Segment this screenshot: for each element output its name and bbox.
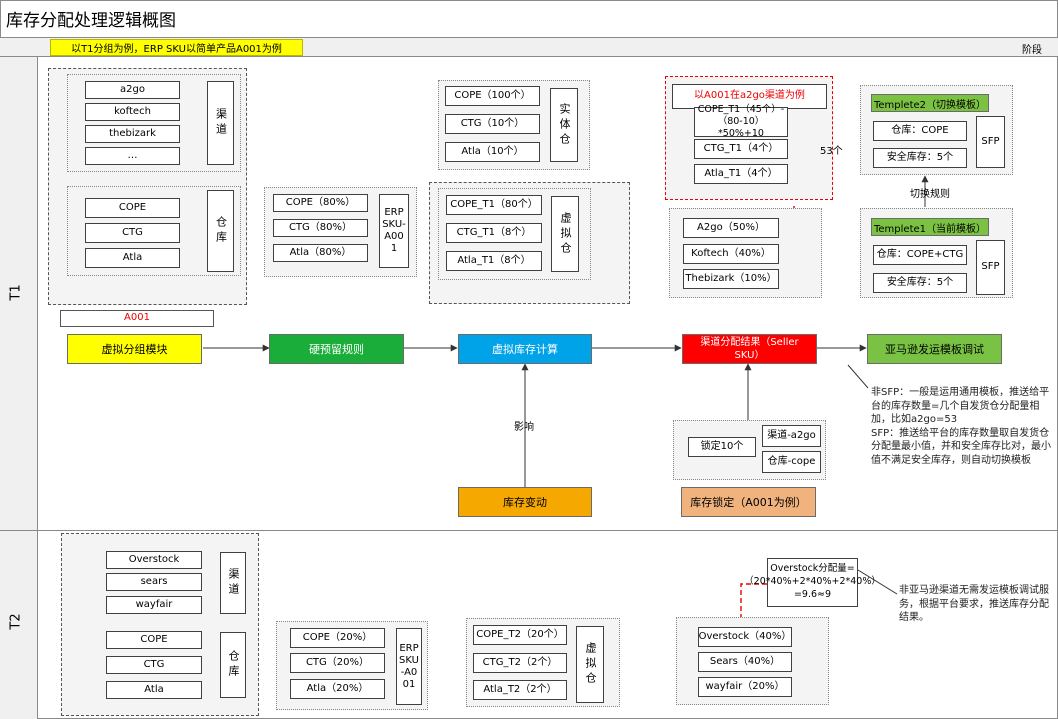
t1-virtual-ctg: CTG_T1（8个） [446, 223, 542, 243]
t1-physical-label: 实体仓 [550, 88, 578, 162]
t1-ratio-ctg: CTG（80%） [273, 219, 368, 237]
tpl2-title: Templete2（切换模板） [871, 94, 989, 112]
influence-label: 影响 [514, 422, 534, 433]
t1-virtual-atla: Atla_T1（8个） [446, 251, 542, 271]
t2-virtual-cope: COPE_T2（20个） [473, 625, 567, 645]
tpl1-title: Templete1（当前模板） [871, 218, 989, 236]
t2-channel-sears: sears [106, 573, 202, 591]
page-title: 库存分配处理逻辑概图 [6, 11, 176, 31]
tpl1-warehouse: 仓库：COPE+CTG [873, 245, 967, 265]
t1-note: 非SFP：一般是运用通用模板，推送给平台的库存数量=几个自发货仓分配量相加，比如… [871, 387, 1051, 466]
t2-formula: Overstock分配量=（20*40%+2*40%+2*40%）=9.6≈9 [744, 558, 881, 607]
t2-warehouse-label: 仓库 [220, 632, 246, 698]
t2-cratio-sears: Sears（40%） [698, 652, 792, 672]
t1-channel-more: … [85, 147, 180, 165]
module-stock-change: 库存变动 [458, 487, 592, 517]
t1-ratio-cope: COPE（80%） [273, 194, 368, 212]
note-callout-line [847, 364, 869, 389]
module-virtual-calc: 虚拟库存计算 [458, 334, 592, 364]
t1-channel-thebizark: thebizark [85, 125, 180, 143]
t2-cratio-overstock: Overstock（40%） [698, 627, 792, 647]
t1-alloc-cope: COPE_T1（45个）-（80-10）*50%+10 [694, 104, 788, 139]
row-divider [0, 530, 1058, 531]
row-label-col [0, 57, 38, 719]
t1-virtual-cope: COPE_T1（80个） [446, 195, 542, 215]
t1-sku-box: A001 [60, 310, 214, 327]
t2-wh-cope: COPE [106, 631, 202, 649]
t2-wh-atla: Atla [106, 681, 202, 699]
t2-channel-label: 渠道 [220, 552, 246, 614]
module-hard-rule: 硬预留规则 [269, 334, 404, 364]
t1-physical-cope: COPE（100个） [445, 86, 540, 106]
stage-label: 阶段 [1022, 45, 1042, 56]
t1-physical-ctg: CTG（10个） [445, 114, 540, 134]
module-lock: 库存锁定（A001为例） [681, 487, 816, 517]
t2-channel-wayfair: wayfair [106, 596, 202, 614]
lock-warehouse: 仓库-cope [762, 451, 821, 473]
t1-ratio-atla: Atla（80%） [273, 244, 368, 262]
switch-rule-label: 切换规则 [910, 189, 950, 200]
example-note: 以T1分组为例，ERP SKU以简单产品A001为例 [50, 39, 303, 56]
t2-virtual-atla: Atla_T2（2个） [473, 680, 567, 700]
title-divider [0, 37, 1058, 38]
lock-channel: 渠道-a2go [762, 425, 821, 447]
t2-ratio-atla: Atla（20%） [290, 679, 385, 699]
t2-note: 非亚马逊渠道无需发运模板调试服务，根据平台要求，推送库存分配结果。 [899, 585, 1049, 623]
module-amazon-tpl: 亚马逊发运模板调试 [867, 334, 1002, 364]
t2-channel-overstock: Overstock [106, 551, 202, 569]
t1-cratio-koftech: Koftech（40%） [683, 244, 779, 264]
t1-cratio-thebizark: Thebizark（10%） [683, 269, 779, 289]
t1-alloc-total: 53个 [820, 146, 843, 157]
t1-channel-a2go: a2go [85, 81, 180, 99]
t2-red-link [740, 583, 767, 617]
tpl1-safety: 安全库存：5个 [873, 273, 967, 293]
t1-cratio-a2go: A2go（50%） [683, 218, 779, 238]
t1-wh-cope: COPE [85, 198, 180, 218]
tpl2-safety: 安全库存：5个 [873, 148, 967, 168]
t1-wh-ctg: CTG [85, 223, 180, 243]
t1-virtual-label: 虚拟仓 [551, 196, 579, 272]
tpl2-sfp: SFP [976, 116, 1005, 168]
t1-erp-sku: ERP SKU-A001 [379, 194, 409, 268]
t1-alloc-ctg: CTG_T1（4个） [694, 139, 788, 159]
t1-channel-koftech: koftech [85, 103, 180, 121]
t2-virtual-ctg: CTG_T2（2个） [473, 653, 567, 673]
t2-virtual-label: 虚拟仓 [576, 626, 604, 703]
module-channel-result: 渠道分配结果（Seller SKU） [682, 334, 817, 364]
tpl1-sfp: SFP [976, 240, 1005, 295]
t1-channel-label: 渠道 [207, 81, 234, 165]
t1-alloc-title: 以A001在a2go渠道为例 [672, 84, 827, 109]
t2-erp-sku: ERP SKU-A001 [396, 628, 422, 705]
t2-ratio-cope: COPE（20%） [290, 628, 385, 648]
t2-cratio-wayfair: wayfair（20%） [698, 677, 792, 697]
tpl2-warehouse: 仓库：COPE [873, 121, 967, 141]
t2-ratio-ctg: CTG（20%） [290, 653, 385, 673]
t1-physical-atla: Atla（10个） [445, 142, 540, 162]
module-virtual-group: 虚拟分组模块 [67, 334, 202, 364]
t1-warehouse-label: 仓库 [207, 190, 234, 272]
lock-qty: 锁定10个 [688, 437, 756, 457]
t2-note-callout-line [857, 569, 898, 595]
t1-alloc-atla: Atla_T1（4个） [694, 164, 788, 184]
t1-wh-atla: Atla [85, 248, 180, 268]
t2-wh-ctg: CTG [106, 656, 202, 674]
